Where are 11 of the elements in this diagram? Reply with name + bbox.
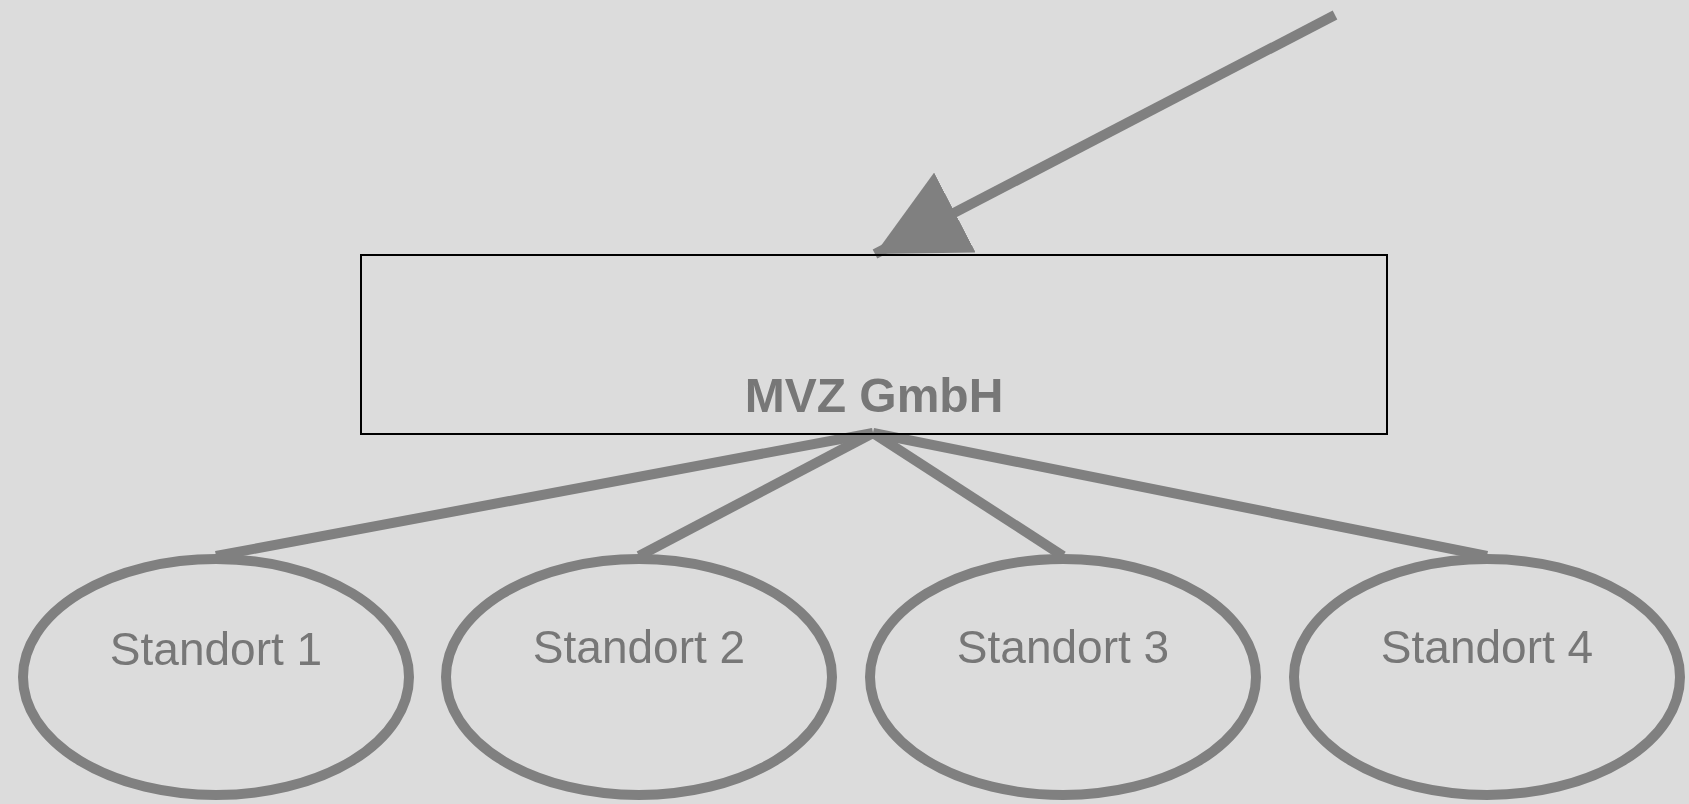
location-ellipse [1289,554,1685,800]
location-ellipse [18,554,414,800]
org-box [360,254,1388,435]
location-ellipse [865,554,1261,800]
location-name: Standort 2 [531,620,747,674]
arrow [872,10,1338,259]
location-name: Standort 1 [108,622,324,676]
location-name: Standort 3 [955,620,1171,674]
location-ellipse [441,554,837,800]
org-name: MVZ GmbH [743,368,1005,423]
location-name: Standort 4 [1379,620,1595,674]
